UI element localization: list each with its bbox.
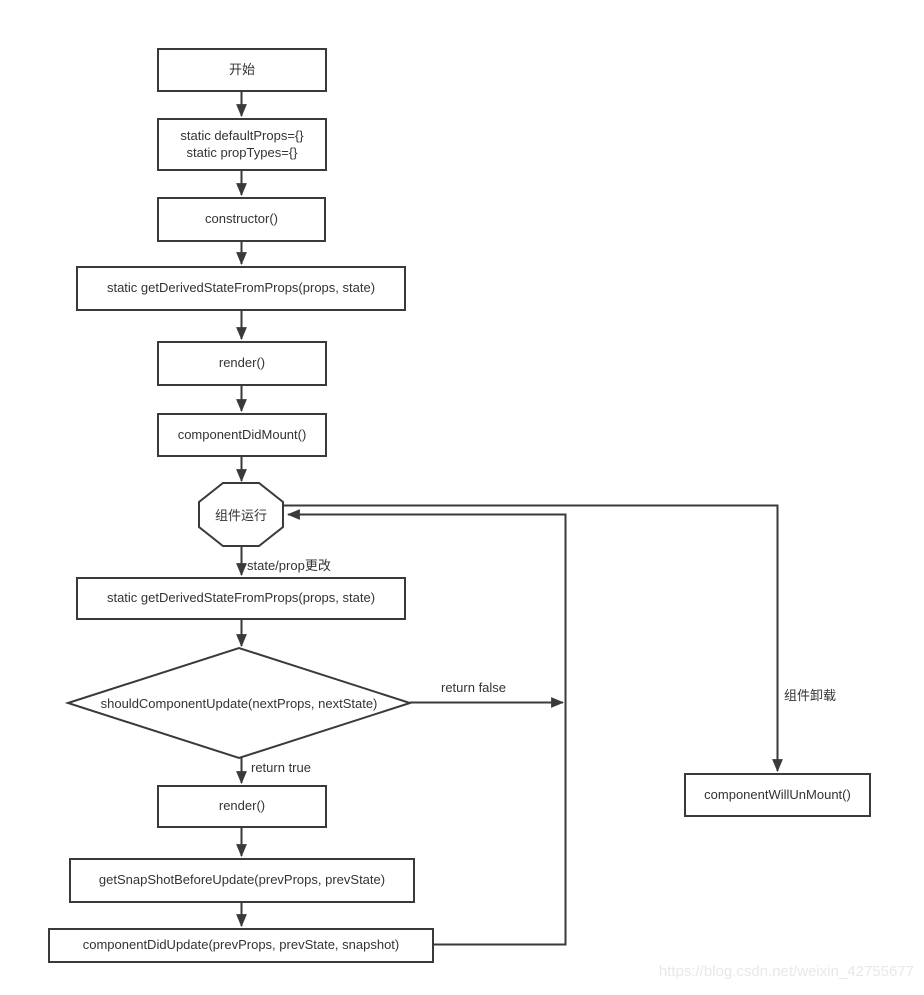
- arrow-unmount-path: [283, 504, 783, 773]
- node-start: 开始: [157, 48, 327, 92]
- node-should-component-update: shouldComponentUpdate(nextProps, nextSta…: [68, 648, 410, 758]
- node-component-will-unmount: componentWillUnMount(): [684, 773, 871, 817]
- node-component-did-mount: componentDidMount(): [157, 413, 327, 457]
- node-constructor-label: constructor(): [205, 211, 278, 227]
- edge-label-state-prop-change: state/prop更改: [247, 558, 331, 573]
- node-render-1-label: render(): [218, 355, 266, 371]
- octagon-shape: [198, 482, 284, 547]
- edge-label-return-false: return false: [441, 680, 507, 695]
- node-component-will-unmount-label: componentWillUnMount(): [704, 786, 851, 802]
- node-render-2: render(): [157, 785, 327, 828]
- node-static-props: static defaultProps={} static propTypes=…: [157, 118, 327, 171]
- node-get-snapshot-before-update-label: getSnapShotBeforeUpdate(prevProps, prevS…: [98, 872, 386, 888]
- node-static-props-line2: static propTypes={}: [186, 144, 298, 160]
- node-get-snapshot-before-update: getSnapShotBeforeUpdate(prevProps, prevS…: [69, 858, 415, 903]
- node-component-did-mount-label: componentDidMount(): [177, 426, 307, 442]
- node-get-derived-state-2: static getDerivedStateFromProps(props, s…: [76, 577, 406, 620]
- node-get-derived-state-2-label: static getDerivedStateFromProps(props, s…: [106, 590, 376, 606]
- node-get-derived-state-1: static getDerivedStateFromProps(props, s…: [76, 266, 406, 311]
- node-component-running-label: 组件运行: [214, 508, 267, 523]
- node-component-did-update-label: componentDidUpdate(prevProps, prevState,…: [82, 937, 400, 953]
- arrow-loop-back-to-octagon: [286, 509, 567, 946]
- edge-label-return-true: return true: [251, 760, 311, 775]
- csdn-watermark: https://blog.csdn.net/weixin_42755677: [658, 963, 914, 980]
- node-start-label: 开始: [228, 61, 255, 77]
- node-constructor: constructor(): [157, 197, 326, 242]
- edge-label-unmount: 组件卸载: [784, 688, 837, 703]
- diamond-shape: [64, 646, 414, 760]
- node-get-derived-state-1-label: static getDerivedStateFromProps(props, s…: [106, 280, 376, 296]
- node-render-1: render(): [157, 341, 327, 386]
- connector-group: [64, 92, 783, 946]
- node-should-component-update-label: shouldComponentUpdate(nextProps, nextSta…: [100, 695, 378, 711]
- node-render-2-label: render(): [218, 798, 266, 814]
- node-static-props-line1: static defaultProps={}: [180, 127, 304, 143]
- node-component-did-update: componentDidUpdate(prevProps, prevState,…: [48, 928, 434, 963]
- node-component-running: 组件运行: [197, 483, 285, 546]
